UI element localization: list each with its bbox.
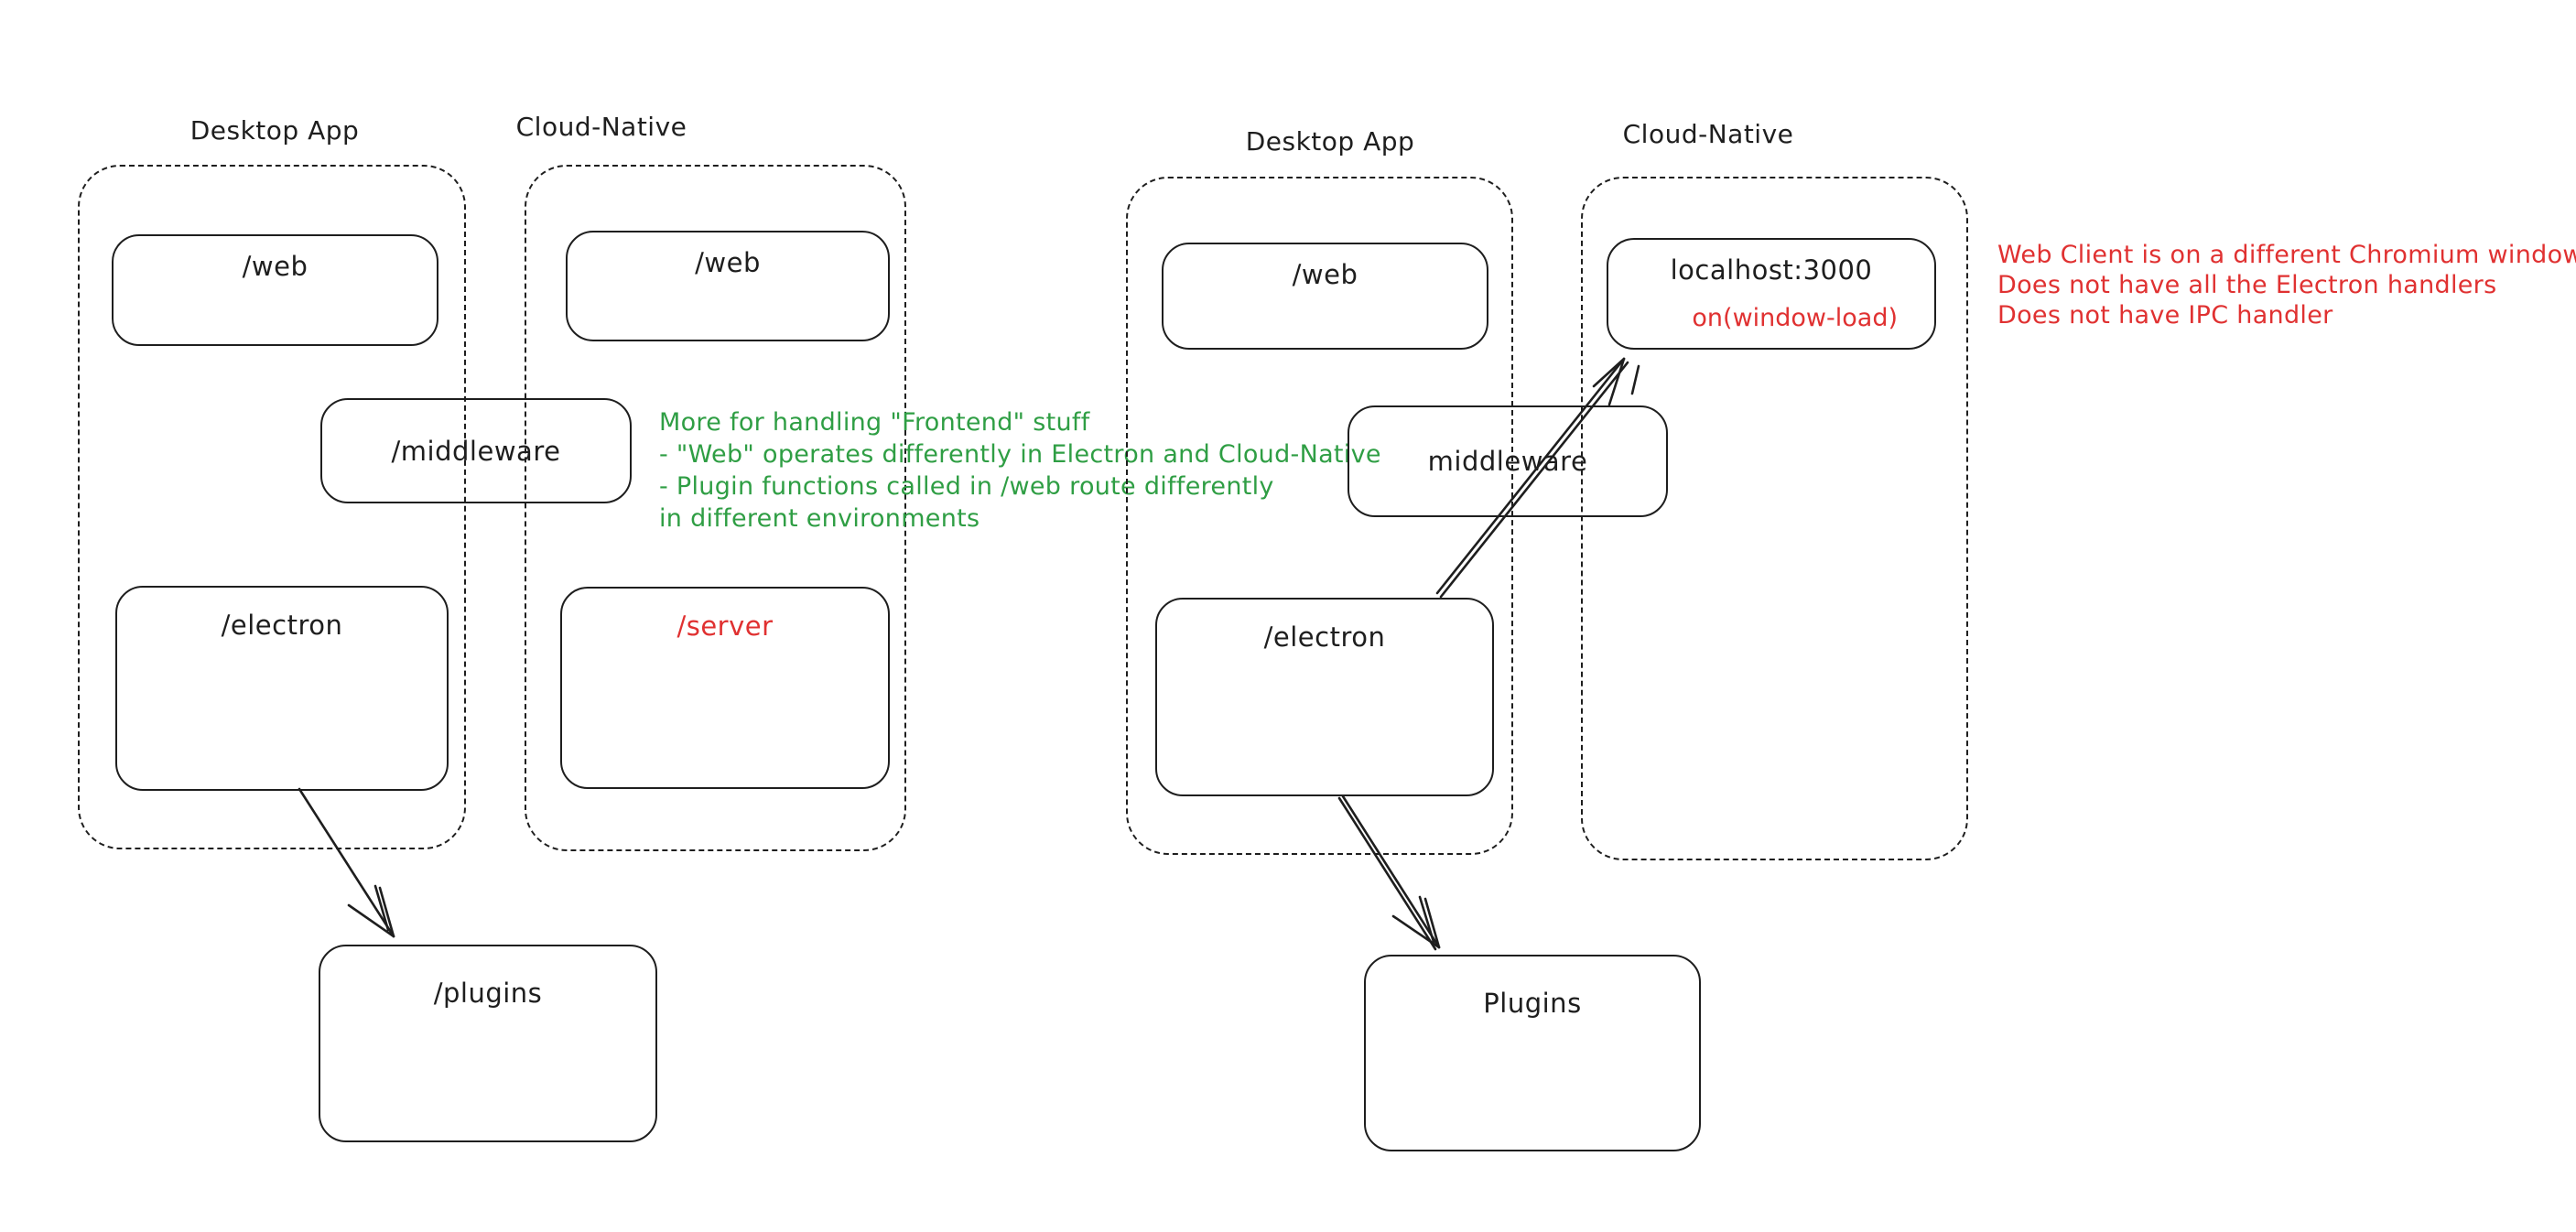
right-cloud-native-title: Cloud-Native	[1622, 119, 1794, 149]
right-web-label: /web	[1292, 259, 1358, 290]
localhost-box: localhost:3000 on(window-load)	[1607, 238, 1936, 350]
left-plugins-box: /plugins	[319, 945, 657, 1142]
right-web-box: /web	[1162, 243, 1488, 350]
red-note-line: Web Client is on a different Chromium wi…	[1997, 241, 2576, 269]
left-middleware-label: /middleware	[391, 435, 561, 467]
red-note-line: Does not have IPC handler	[1997, 301, 2333, 330]
green-note-line: - Plugin functions called in /web route …	[659, 472, 1274, 501]
green-note-line: - "Web" operates differently in Electron…	[659, 440, 1381, 469]
left-server-box: /server	[560, 587, 890, 789]
right-plugins-box: Plugins	[1364, 955, 1701, 1151]
left-electron-label: /electron	[221, 610, 343, 641]
right-plugins-label: Plugins	[1483, 988, 1582, 1019]
left-web-cloud-label: /web	[695, 247, 761, 278]
localhost-label: localhost:3000	[1670, 254, 1873, 286]
right-middleware-box: middleware	[1348, 405, 1668, 517]
red-note-line: Does not have all the Electron handlers	[1997, 271, 2497, 299]
left-desktop-app-title: Desktop App	[189, 115, 360, 146]
green-note-line: More for handling "Frontend" stuff	[659, 408, 1090, 437]
left-server-label: /server	[676, 611, 774, 642]
left-electron-box: /electron	[115, 586, 449, 791]
green-note-line: in different environments	[659, 504, 980, 533]
window-load-label: on(window-load)	[1692, 304, 1898, 332]
left-web-desktop-label: /web	[242, 251, 308, 282]
right-electron-label: /electron	[1263, 621, 1386, 653]
left-desktop-app-container	[78, 165, 466, 849]
left-middleware-box: /middleware	[320, 398, 632, 503]
right-desktop-app-title: Desktop App	[1245, 126, 1415, 157]
right-electron-box: /electron	[1155, 598, 1494, 796]
left-web-desktop-box: /web	[112, 234, 438, 346]
left-cloud-native-container	[525, 165, 906, 851]
red-note: Web Client is on a different Chromium wi…	[1997, 240, 2576, 330]
right-middleware-label: middleware	[1427, 446, 1588, 477]
left-cloud-native-title: Cloud-Native	[515, 112, 687, 142]
left-web-cloud-box: /web	[566, 231, 890, 341]
green-note: More for handling "Frontend" stuff - "We…	[659, 406, 1381, 535]
left-plugins-label: /plugins	[433, 978, 543, 1009]
